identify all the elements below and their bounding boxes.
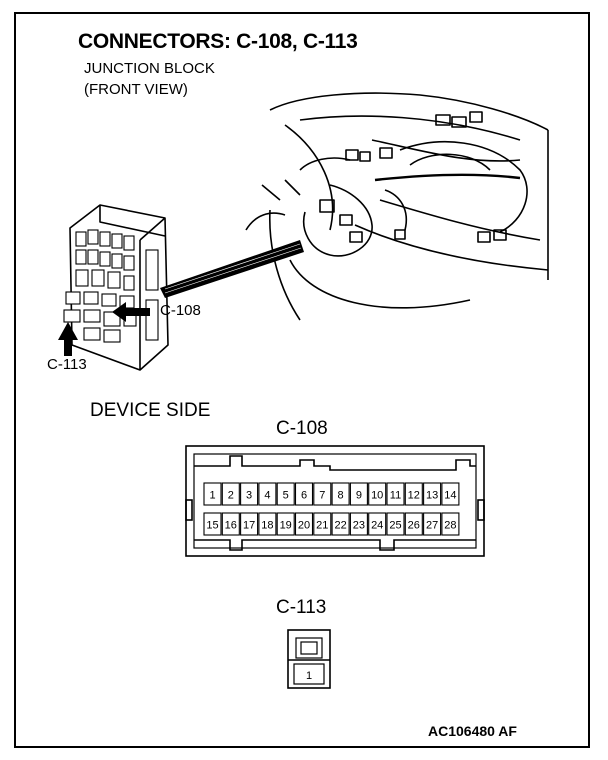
c113-latch [295, 637, 323, 659]
c108-arrow [112, 302, 150, 322]
c108-pin-cavity [423, 482, 442, 506]
c108-pin-number: 25 [389, 520, 401, 532]
c108-pin-cavity [386, 512, 405, 536]
c108-pin-cavity [404, 482, 423, 506]
c108-pin-number: 3 [246, 490, 252, 502]
junction-block-label: JUNCTION BLOCK [84, 60, 215, 77]
c108-pin-number: 10 [371, 490, 383, 502]
c113-arrow [58, 322, 78, 356]
c108-pin-cavity [203, 482, 222, 506]
c108-pin-number: 12 [408, 490, 420, 502]
c108-pin-number: 15 [206, 520, 218, 532]
callout-c113: C-113 [47, 356, 87, 373]
c108-pin-number: 16 [225, 520, 237, 532]
c108-pin-number: 14 [444, 490, 456, 502]
dash-inner-curve [284, 124, 334, 231]
c108-pin-cavity [221, 512, 240, 536]
figure-frame [14, 12, 590, 748]
c108-pin-number: 24 [371, 520, 383, 532]
c108-pin-number: 5 [283, 490, 289, 502]
c108-pin-number: 22 [334, 520, 346, 532]
c108-pin-cavity [203, 512, 222, 536]
c108-pin-cavity [276, 482, 295, 506]
callout-c108: C-108 [160, 302, 201, 319]
c108-pin-number: 18 [261, 520, 273, 532]
c108-pin-cavity [276, 512, 295, 536]
c108-pin-cavity [240, 482, 259, 506]
c108-pin-cavity [349, 512, 368, 536]
dash-top-edge [269, 92, 549, 131]
c108-pin-cavity [313, 482, 332, 506]
c108-pin-number: 27 [426, 520, 438, 532]
front-view-label: (FRONT VIEW) [84, 81, 188, 98]
c108-pin-cavity [294, 482, 314, 506]
c113-pin-number: 1 [306, 670, 312, 682]
c108-pin-cavity [441, 512, 460, 536]
c108-pin-cavity [221, 482, 240, 506]
c108-pin-number: 23 [353, 520, 365, 532]
c108-pin-cavity [386, 482, 405, 506]
document-id: AC106480 AF [428, 723, 517, 739]
c108-pin-number: 20 [298, 520, 310, 532]
c108-pin-cavity [258, 512, 277, 536]
c108-pin-number: 28 [444, 520, 456, 532]
c108-pin-cavity [258, 482, 277, 506]
view-pointer [160, 240, 304, 298]
c113-connector-label: C-113 [276, 597, 327, 618]
device-side-label: DEVICE SIDE [90, 400, 211, 421]
c108-pin-cavity [349, 482, 368, 506]
c108-pin-number: 1 [209, 490, 215, 502]
c108-pin-cavity [368, 512, 387, 536]
c108-pin-cavity [331, 482, 350, 506]
c108-pin-cavity [423, 512, 442, 536]
c108-pin-number: 2 [228, 490, 234, 502]
c108-pin-cavity [368, 482, 387, 506]
c108-pin-number: 7 [319, 490, 325, 502]
c108-pin-cavity [441, 482, 460, 506]
c108-pin-number: 13 [426, 490, 438, 502]
c108-pin-cavity [313, 512, 332, 536]
c108-connector-label: C-108 [276, 418, 328, 439]
c108-pin-cavity [240, 512, 259, 536]
c113-outer-shell [287, 629, 331, 689]
c108-pin-number: 9 [356, 490, 362, 502]
c108-pin-number: 8 [338, 490, 344, 502]
c108-pin-number: 11 [390, 490, 401, 502]
c108-pin-cavity [294, 512, 314, 536]
c108-pin-cavity [404, 512, 423, 536]
c108-pin-number: 19 [280, 520, 292, 532]
c108-pin-number: 21 [316, 520, 328, 532]
c108-pin-number: 17 [243, 520, 255, 532]
c108-pin-number: 6 [301, 490, 307, 502]
c108-pin-cavity [331, 512, 350, 536]
c108-pin-number: 4 [264, 490, 270, 502]
figure-title: CONNECTORS: C-108, C-113 [78, 30, 358, 53]
c108-pin-number: 26 [408, 520, 420, 532]
